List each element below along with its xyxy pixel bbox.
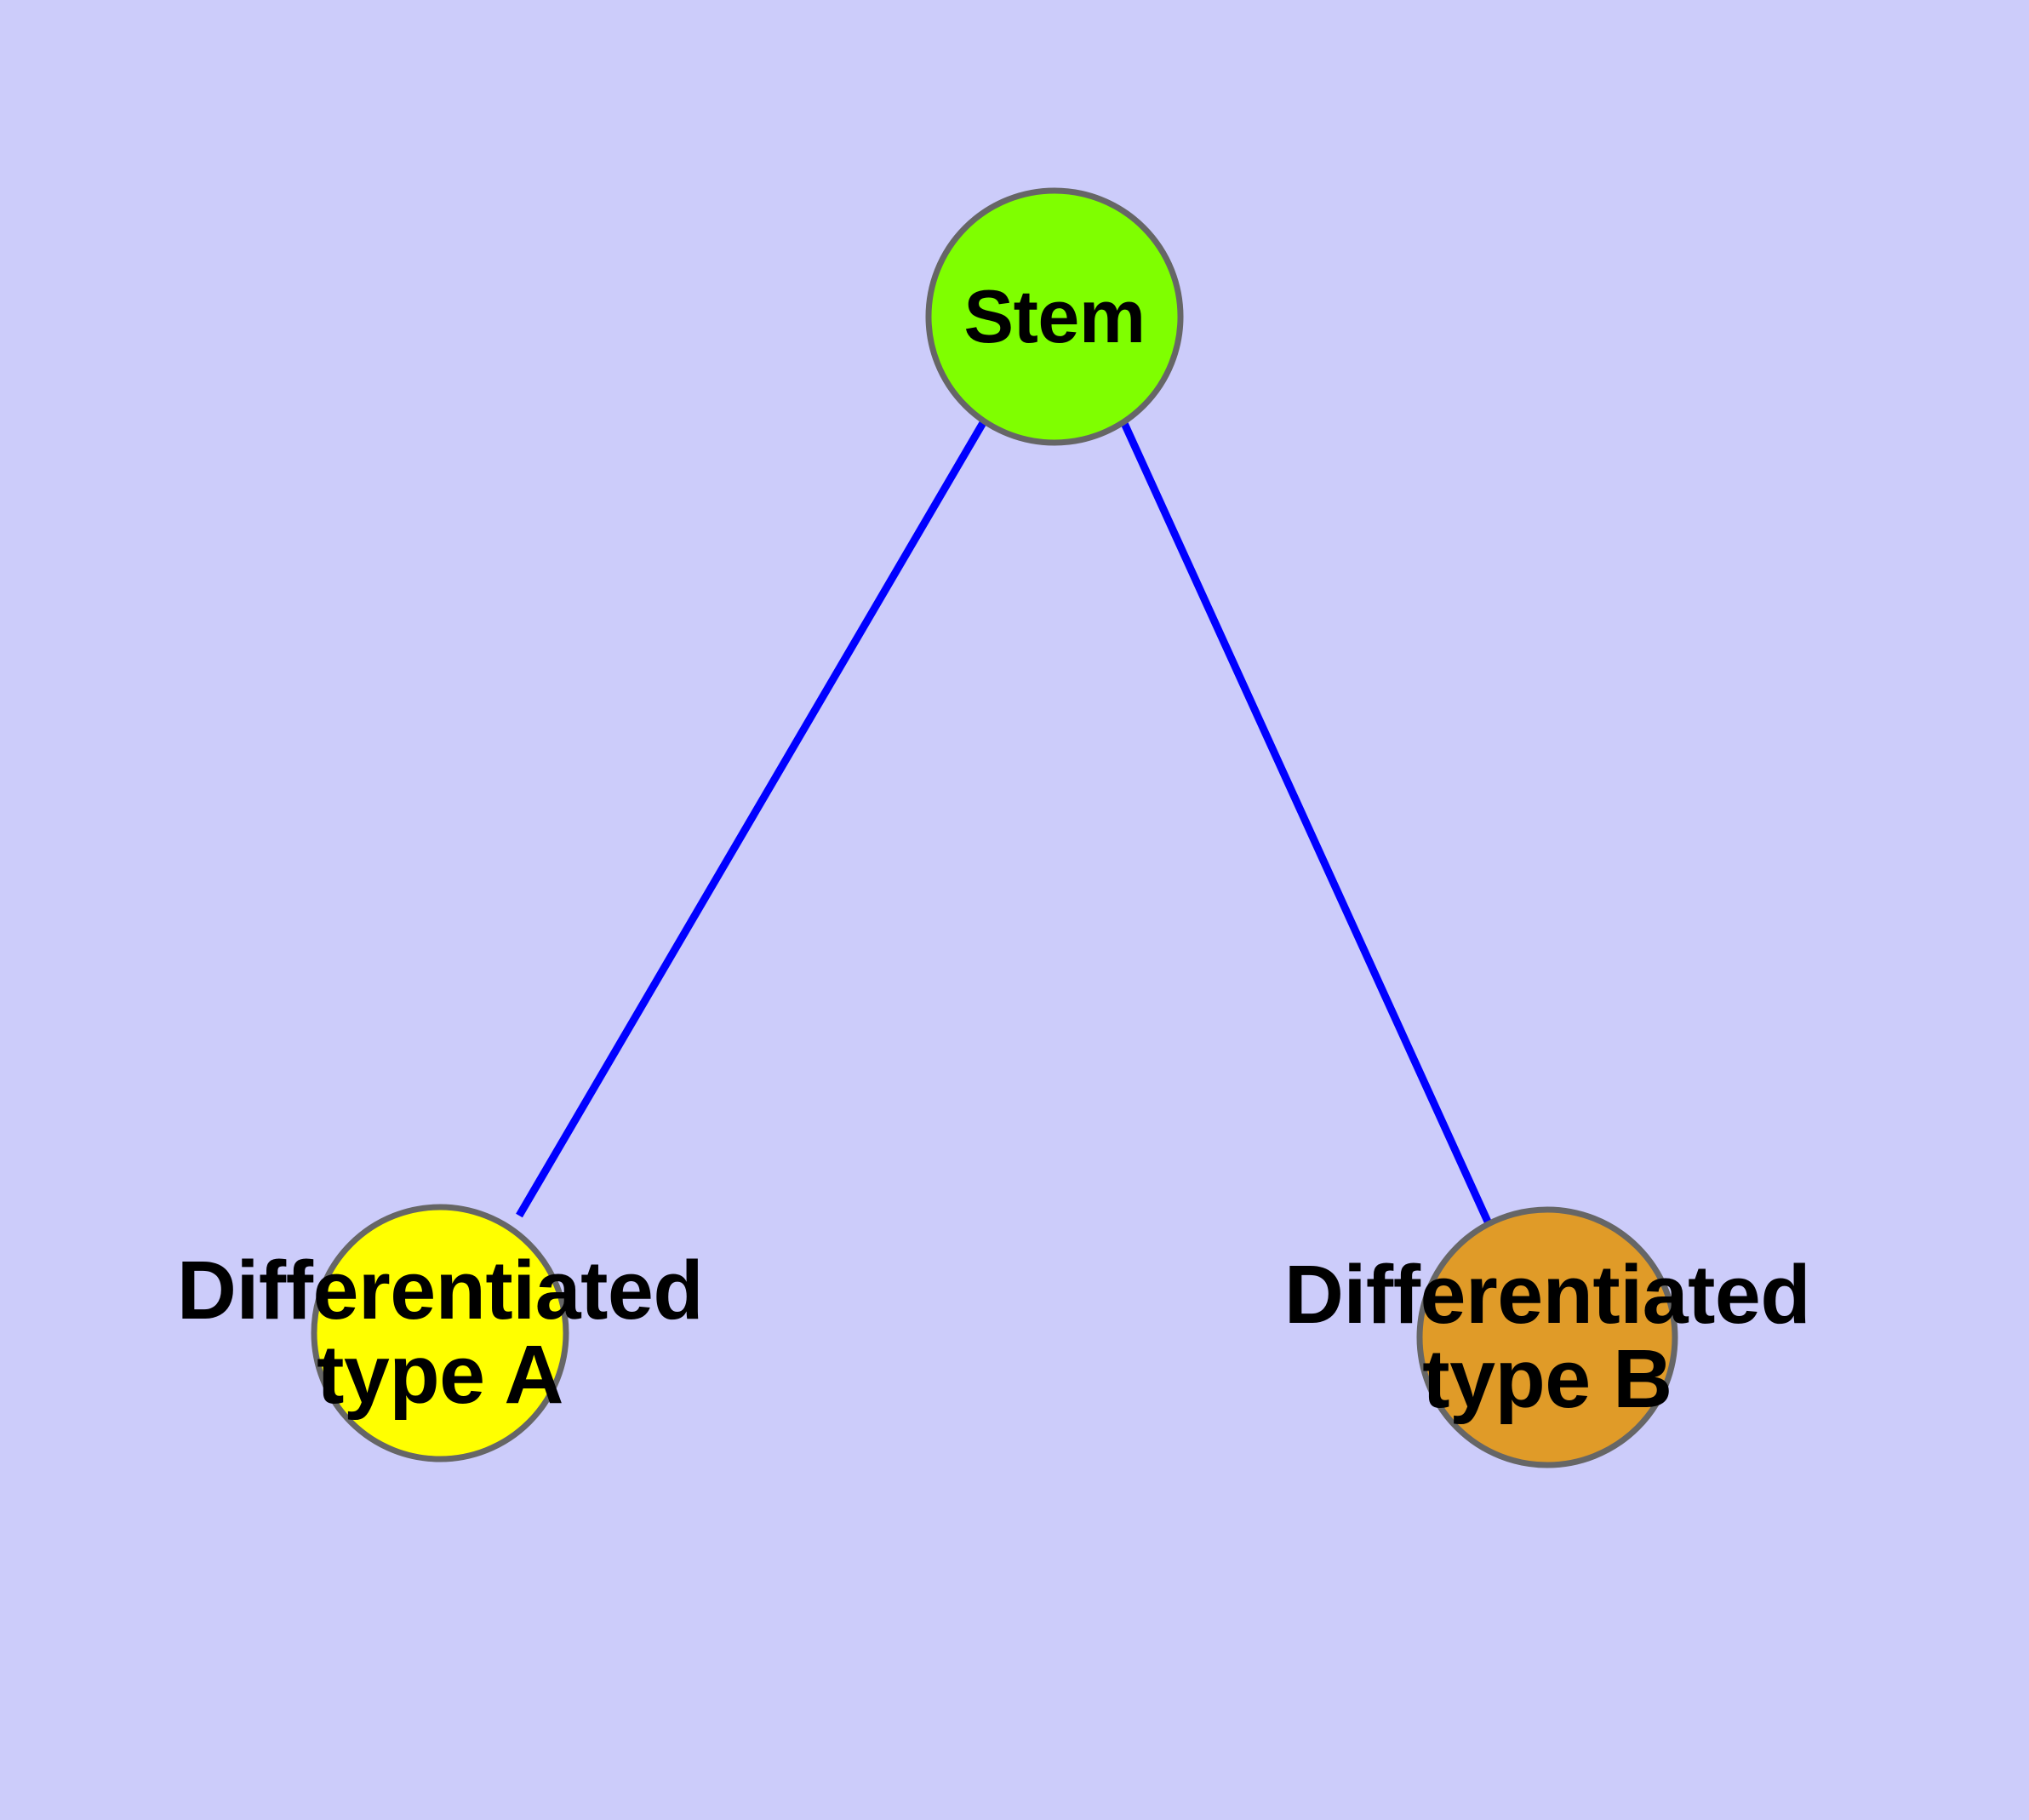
edges-layer xyxy=(516,419,1492,1223)
edge-stem-to-diff-b[interactable] xyxy=(1119,420,1492,1223)
node-circle-diff_a[interactable] xyxy=(311,1204,569,1462)
node-circle-stem[interactable] xyxy=(925,187,1184,446)
edge-stem-to-diff-a[interactable] xyxy=(516,419,987,1218)
nodes-layer xyxy=(311,187,1678,1468)
node-circle-diff_b[interactable] xyxy=(1416,1206,1678,1468)
